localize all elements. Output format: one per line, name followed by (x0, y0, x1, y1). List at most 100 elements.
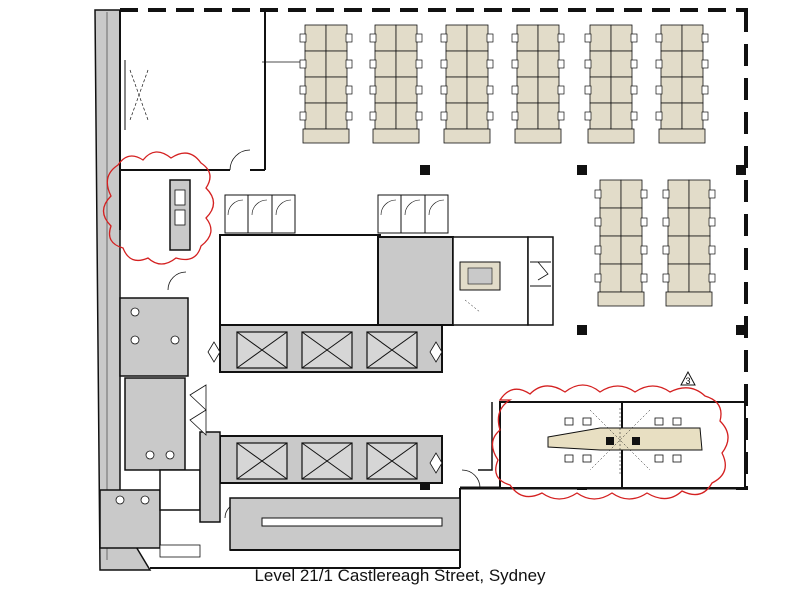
workstation-bank (511, 24, 565, 144)
meeting-room-small (459, 261, 501, 313)
chair (440, 85, 448, 95)
desk (589, 50, 612, 78)
storage-unit (597, 291, 645, 307)
column-icon (420, 480, 430, 490)
chair (584, 85, 592, 95)
desk (466, 76, 489, 104)
desk (589, 76, 612, 104)
chair (511, 59, 519, 69)
chair (486, 59, 494, 69)
chair (655, 85, 663, 95)
desk (516, 24, 539, 52)
storage-unit (665, 291, 713, 307)
desk (445, 76, 468, 104)
revision-tag-label: 3 (685, 376, 690, 386)
chair (701, 111, 709, 121)
chair (594, 273, 602, 283)
storage-unit (587, 128, 635, 144)
desk (599, 263, 622, 293)
desk (599, 235, 622, 265)
desk (660, 102, 683, 130)
desk (681, 76, 704, 104)
desk (688, 263, 711, 293)
chair (415, 33, 423, 43)
desk (395, 76, 418, 104)
desk (610, 24, 633, 52)
chair (701, 85, 709, 95)
desk (537, 76, 560, 104)
amenities-block (99, 179, 481, 549)
chair (415, 85, 423, 95)
desk (374, 76, 397, 104)
desk (660, 76, 683, 104)
storage-unit (302, 128, 350, 144)
service-room-south (159, 497, 461, 558)
desk (610, 50, 633, 78)
lift-door-marker (207, 341, 221, 363)
chair (557, 111, 565, 121)
chair (440, 111, 448, 121)
desk (610, 102, 633, 130)
lift-door-marker (429, 341, 443, 363)
chair (486, 85, 494, 95)
desk (620, 207, 643, 237)
workstation-bank (662, 179, 716, 307)
column-icon (420, 165, 430, 175)
central-rooms (219, 234, 554, 326)
chair (369, 111, 377, 121)
chair (708, 217, 716, 227)
desk (445, 102, 468, 130)
chair (708, 245, 716, 255)
lift-icon (236, 331, 288, 369)
desk (304, 24, 327, 52)
chair (369, 85, 377, 95)
chair (662, 189, 670, 199)
office-room-north (120, 12, 317, 171)
lift-door-marker (429, 452, 443, 474)
desk (599, 179, 622, 209)
plan-caption: Level 21/1 Castlereagh Street, Sydney (254, 566, 546, 585)
chair (557, 85, 565, 95)
boardroom-chairs (564, 417, 682, 463)
desk (325, 102, 348, 130)
workstation-bank (440, 24, 494, 144)
chair (557, 33, 565, 43)
chair (655, 33, 663, 43)
column-icon (577, 165, 587, 175)
desk (466, 102, 489, 130)
desk (620, 263, 643, 293)
chair (584, 59, 592, 69)
chair (708, 273, 716, 283)
workstation-bank (299, 24, 353, 144)
desk (374, 102, 397, 130)
chair (708, 189, 716, 199)
column-icon (577, 325, 587, 335)
chair (345, 59, 353, 69)
revision-cloud-icon (102, 151, 729, 500)
lift-cores (207, 324, 443, 484)
storage-unit (514, 128, 562, 144)
desk (466, 24, 489, 52)
chair (369, 59, 377, 69)
chair (662, 217, 670, 227)
desk (667, 263, 690, 293)
desk (681, 102, 704, 130)
chair (440, 59, 448, 69)
chair (662, 273, 670, 283)
chair (640, 273, 648, 283)
workstation-bank (655, 24, 709, 144)
desk (325, 24, 348, 52)
storage-unit (658, 128, 706, 144)
desk (395, 102, 418, 130)
lift-icon (366, 331, 418, 369)
desk (374, 24, 397, 52)
desk (445, 24, 468, 52)
chair (662, 245, 670, 255)
desk (374, 50, 397, 78)
chair (299, 85, 307, 95)
desk (304, 76, 327, 104)
chair (584, 33, 592, 43)
chair (630, 85, 638, 95)
chair (701, 33, 709, 43)
